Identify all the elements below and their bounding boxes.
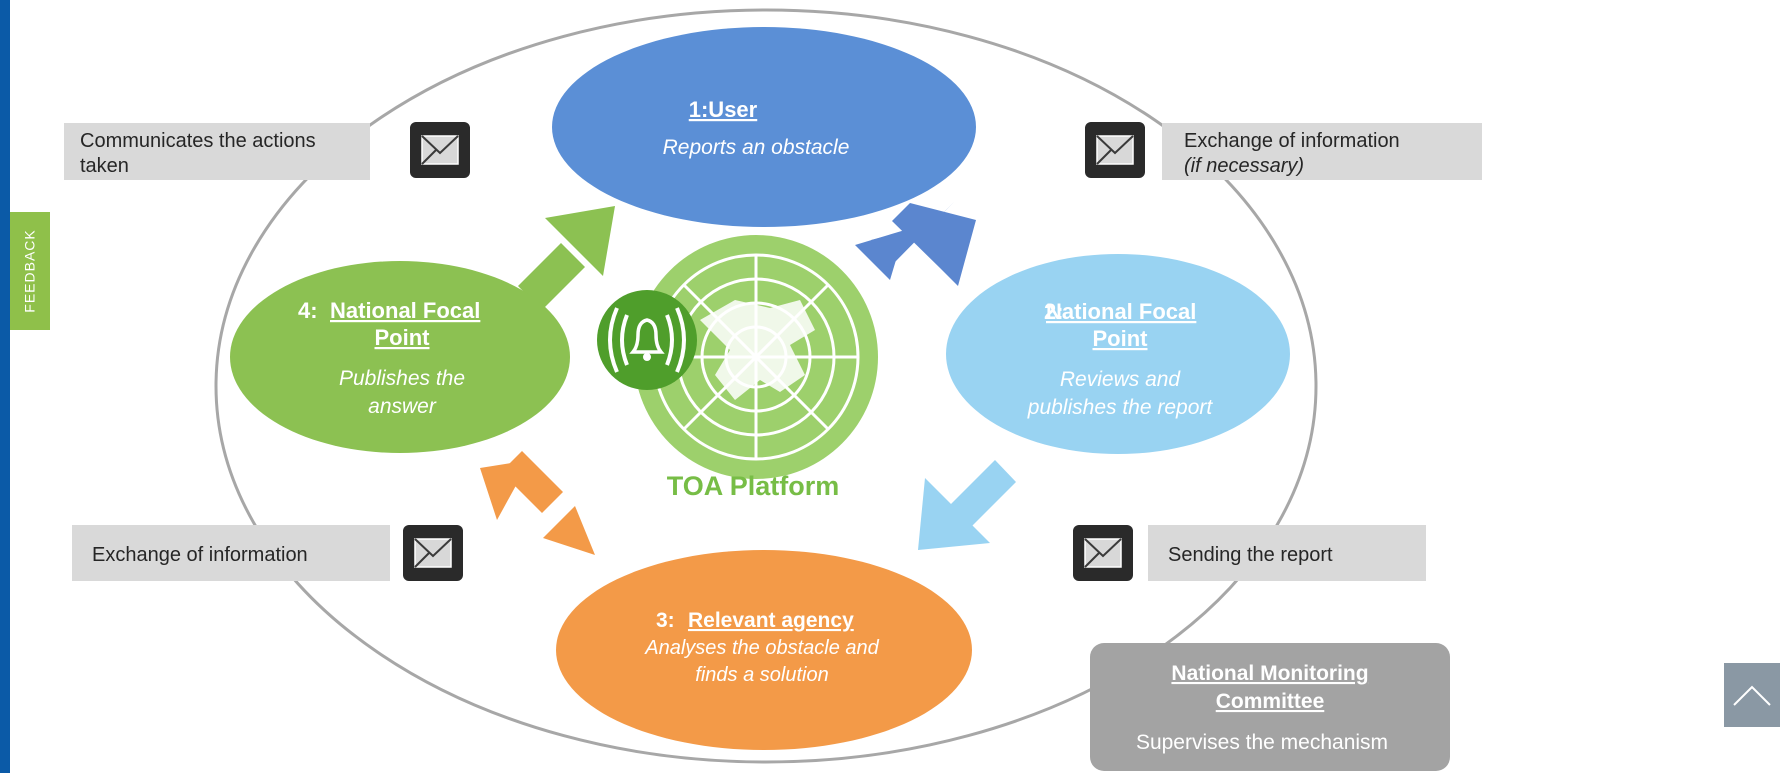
focal4-prefix: 4: bbox=[298, 298, 318, 323]
focal4-title-line1: National Focal bbox=[330, 298, 480, 323]
agency-subtitle-line2: finds a solution bbox=[695, 664, 828, 686]
focal2-node[interactable] bbox=[946, 254, 1290, 454]
focal4-subtitle-line1: Publishes the bbox=[339, 367, 465, 390]
agency-prefix: 3: bbox=[656, 609, 675, 632]
left-accent-bar bbox=[0, 0, 10, 773]
committee-title-line1: National Monitoring bbox=[1171, 662, 1368, 685]
envelope-icon bbox=[1085, 122, 1145, 178]
envelope-icon bbox=[1073, 525, 1133, 581]
focal4-title-line2: Point bbox=[375, 325, 431, 350]
info-top-left-line1: Communicates the actions bbox=[80, 130, 316, 152]
focal4-subtitle-line2: answer bbox=[368, 395, 437, 418]
info-top-left-line2: taken bbox=[80, 155, 129, 177]
focal4-node[interactable] bbox=[230, 261, 570, 453]
arrow-agency-to-focal4 bbox=[480, 451, 595, 555]
info-box-bottom-right bbox=[1148, 525, 1426, 581]
info-box-top-left bbox=[64, 123, 370, 180]
agency-subtitle-line1: Analyses the obstacle and bbox=[644, 637, 879, 659]
agency-title: Relevant agency bbox=[688, 609, 854, 632]
toa-platform-logo bbox=[634, 235, 878, 479]
info-bottom-right: Sending the report bbox=[1168, 544, 1333, 566]
committee-box bbox=[1090, 643, 1450, 771]
committee-subtitle: Supervises the mechanism bbox=[1136, 731, 1388, 754]
info-bottom-left: Exchange of information bbox=[92, 544, 308, 566]
info-box-top-right bbox=[1162, 123, 1482, 180]
user-node-title: 1:User bbox=[689, 97, 758, 122]
arrow-user-to-focal2 bbox=[855, 202, 976, 286]
focal2-subtitle-line2: publishes the report bbox=[1027, 396, 1214, 419]
user-node[interactable] bbox=[552, 27, 976, 227]
arrow-focal4-to-user bbox=[518, 206, 615, 310]
focal2-subtitle-line1: Reviews and bbox=[1060, 368, 1182, 391]
info-top-right-line1: Exchange of information bbox=[1184, 130, 1400, 152]
focal2-prefix: 2: bbox=[1044, 299, 1064, 324]
outer-cycle-ellipse bbox=[214, 8, 1318, 764]
scroll-to-top-button[interactable] bbox=[1724, 663, 1780, 727]
focal2-title-line2: Point bbox=[1093, 326, 1149, 351]
info-top-right-line2: (if necessary) bbox=[1184, 155, 1304, 177]
platform-label: TOA Platform bbox=[667, 471, 840, 501]
info-box-bottom-left bbox=[72, 525, 390, 581]
chevron-up-icon bbox=[1733, 685, 1771, 706]
user-node-subtitle: Reports an obstacle bbox=[663, 136, 850, 159]
envelope-icon bbox=[403, 525, 463, 581]
focal2-title-line1: National Focal bbox=[1046, 299, 1196, 324]
feedback-tab[interactable]: FEEDBACK bbox=[10, 212, 50, 330]
agency-node[interactable] bbox=[556, 550, 972, 750]
envelope-icon bbox=[410, 122, 470, 178]
committee-title-line2: Committee bbox=[1216, 690, 1325, 713]
arrow-focal2-to-agency bbox=[918, 460, 1016, 550]
alarm-bell-icon bbox=[597, 290, 697, 390]
